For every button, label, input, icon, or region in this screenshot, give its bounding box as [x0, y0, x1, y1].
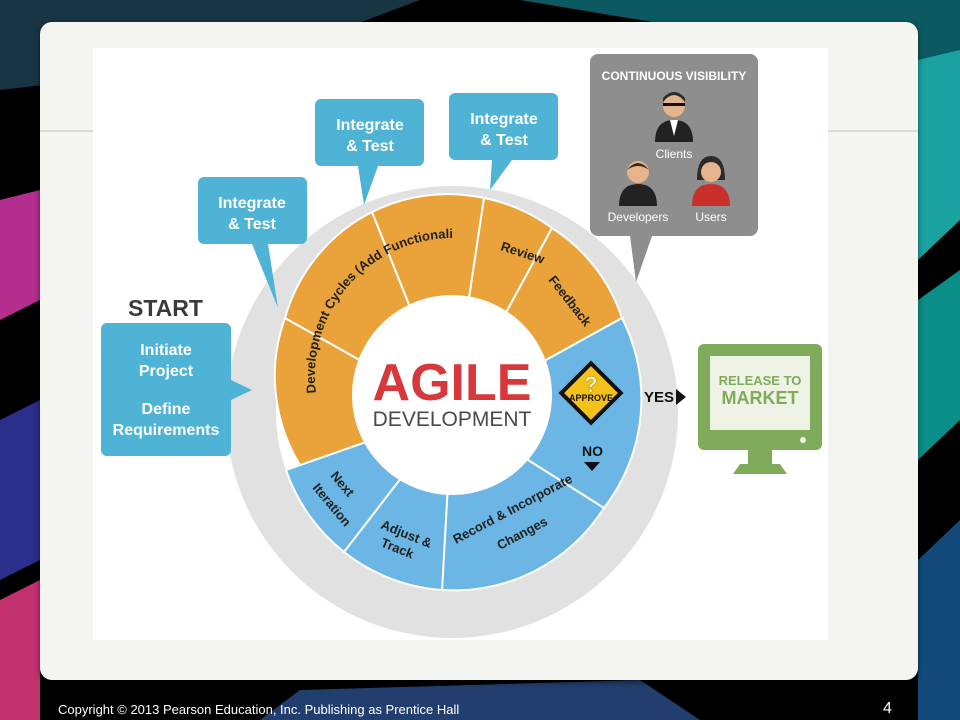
center-title: AGILE — [373, 354, 532, 412]
page-number: 4 — [883, 700, 892, 717]
callout-2-line1: Integrate — [336, 117, 404, 134]
start-box: Initiate Project Define Requirements — [101, 323, 252, 456]
callout-1-line1: Integrate — [218, 195, 286, 212]
developer-avatar-icon — [619, 161, 657, 206]
client-avatar-icon — [655, 92, 693, 142]
callout-3-line1: Integrate — [470, 111, 538, 128]
visibility-panel: CONTINUOUS VISIBILITY Clients Developers… — [590, 54, 758, 282]
yes-label: YES — [644, 389, 674, 406]
user-avatar-icon — [692, 156, 730, 206]
callout-3-line2: & Test — [480, 132, 528, 149]
copyright-footer: Copyright © 2013 Pearson Education, Inc.… — [58, 702, 460, 717]
users-label: Users — [695, 210, 726, 224]
start-box-line3: Define — [142, 401, 191, 418]
center-circle — [352, 295, 552, 495]
start-label: START — [128, 295, 203, 321]
callout-2-line2: & Test — [346, 138, 394, 155]
center-subtitle: DEVELOPMENT — [373, 408, 532, 431]
start-box-line2: Project — [139, 363, 194, 380]
start-box-line1: Initiate — [140, 342, 192, 359]
approve-label: APPROVE — [569, 393, 613, 403]
release-line2: MARKET — [722, 388, 799, 408]
callout-integrate-test-1: Integrate & Test — [198, 177, 307, 308]
callout-integrate-test-3: Integrate & Test — [449, 93, 558, 190]
release-line1: RELEASE TO — [719, 373, 802, 388]
start-box-line4: Requirements — [113, 422, 220, 439]
callout-1-line2: & Test — [228, 216, 276, 233]
approve-diamond: ? APPROVE — [558, 360, 624, 426]
clients-label: Clients — [656, 147, 693, 161]
no-arrow-icon — [584, 462, 600, 471]
release-monitor: RELEASE TO MARKET — [698, 344, 822, 474]
yes-arrow-icon — [676, 389, 686, 405]
approve-symbol: ? — [584, 372, 597, 397]
visibility-title: CONTINUOUS VISIBILITY — [602, 69, 747, 83]
no-label: NO — [582, 443, 603, 459]
developers-label: Developers — [608, 210, 669, 224]
callout-integrate-test-2: Integrate & Test — [315, 99, 424, 205]
